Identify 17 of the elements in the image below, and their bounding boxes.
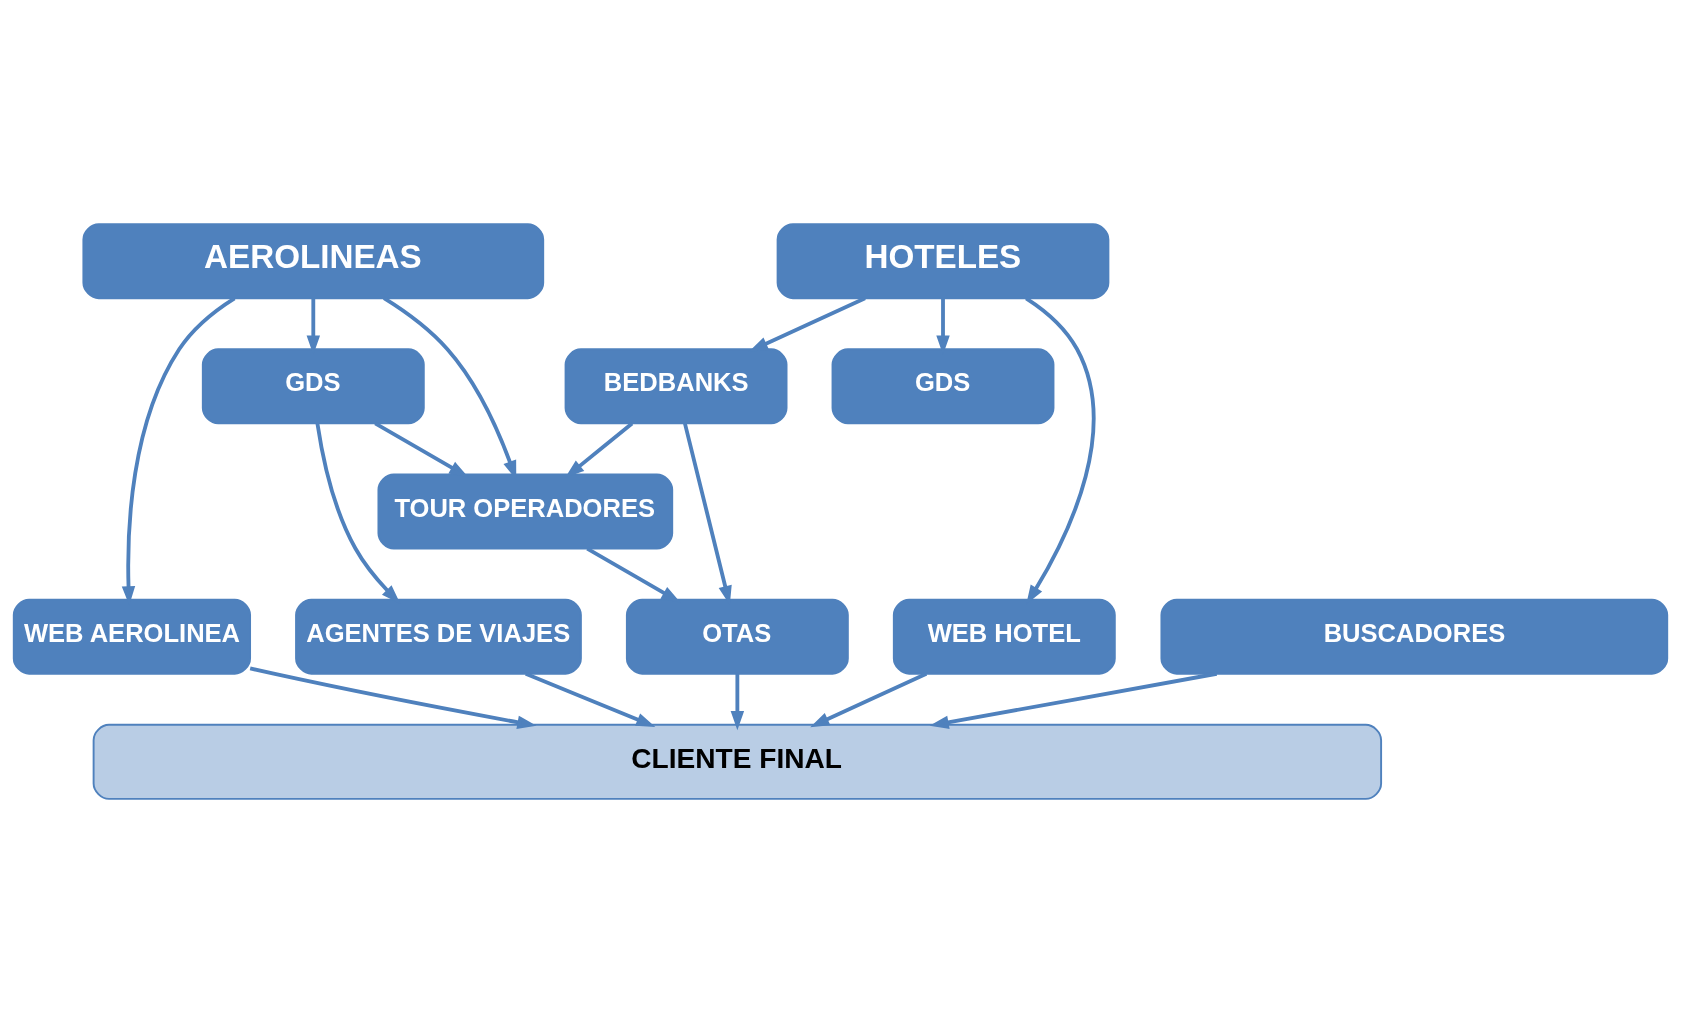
arrow xyxy=(810,672,928,728)
node-box: GDS xyxy=(831,348,1055,425)
arrow xyxy=(730,673,745,731)
node-box: WEB AEROLINEA xyxy=(12,598,252,675)
node-box: WEB HOTEL xyxy=(892,598,1116,675)
node-box: TOUR OPERADORES xyxy=(377,473,674,550)
node-box: HOTELES xyxy=(776,223,1110,300)
node-box: OTAS xyxy=(625,598,849,675)
arrow xyxy=(525,671,656,727)
arrow xyxy=(929,671,1218,729)
node-box: BUSCADORES xyxy=(1160,598,1669,675)
arrow xyxy=(249,666,537,729)
node-box: BEDBANKS xyxy=(564,348,788,425)
node-box: GDS xyxy=(201,348,425,425)
node-box: AEROLINEAS xyxy=(82,223,545,300)
node-box: AGENTES DE VIAJES xyxy=(295,598,582,675)
node-box: CLIENTE FINAL xyxy=(92,723,1383,800)
